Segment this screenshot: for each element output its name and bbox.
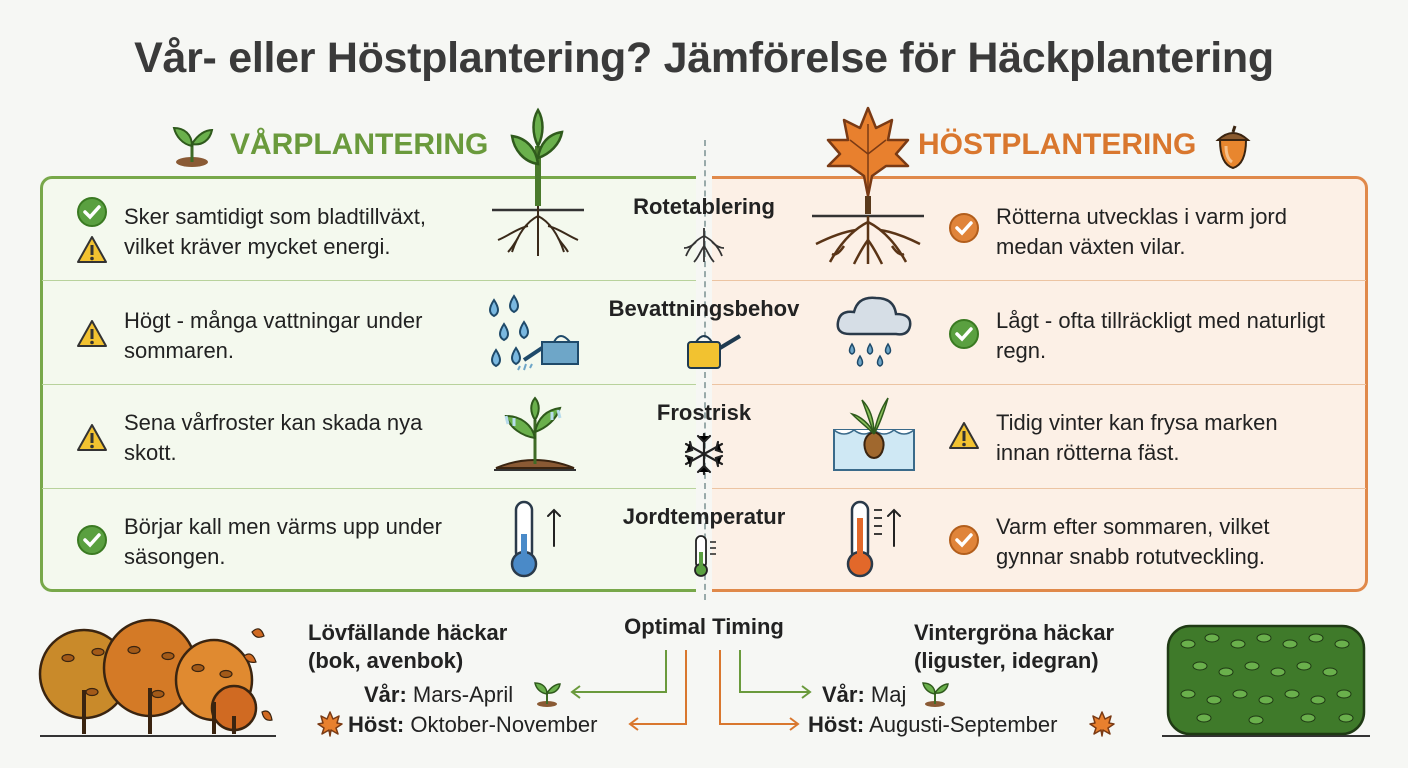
thermometer-warm-icon: [846, 498, 906, 585]
acorn-icon: [1212, 124, 1254, 175]
spring-row-2-text: Högt - många vattningar under sommaren.: [124, 308, 423, 363]
spring-row-4-text: Börjar kall men värms upp under säsongen…: [124, 514, 442, 569]
water-drops-icon: [482, 294, 594, 379]
seedling-roots-icon: [488, 106, 588, 269]
deciduous-spring-key: Vår:: [364, 682, 407, 707]
criterion-label: Rotetablering: [633, 194, 775, 219]
row-separator: [42, 488, 696, 489]
autumn-row-4-text: Varm efter sommaren, vilket gynnar snabb…: [996, 514, 1270, 569]
maple-leaf-icon: [316, 710, 344, 743]
evergreen-spring-line: Vår: Maj: [822, 682, 906, 708]
maple-roots-icon: [808, 104, 928, 275]
thermometer-cold-icon: [508, 498, 568, 585]
autumn-row-3-text: Tidig vinter kan frysa marken innan rött…: [996, 410, 1278, 465]
spring-row-1-text: Sker samtidigt som bladtillväxt, vilket …: [124, 204, 426, 259]
deciduous-spring-value: Mars-April: [412, 682, 514, 707]
deciduous-spring-line: Vår: Mars-April: [364, 682, 513, 708]
sprout-icon: [920, 680, 950, 713]
deciduous-hedge-icon: [38, 612, 278, 745]
maple-leaf-icon: [1088, 710, 1116, 743]
timing-arrows: [570, 650, 812, 731]
check-icon: [76, 524, 108, 556]
deciduous-sublabel: (bok, avenbok): [308, 648, 464, 673]
spring-row-3-text: Sena vårfroster kan skada nya skott.: [124, 410, 423, 465]
frozen-ground-icon: [830, 394, 918, 481]
frozen-seedling-icon: [490, 394, 580, 481]
evergreen-spring-value: Maj: [870, 682, 907, 707]
warning-icon: [76, 234, 108, 266]
snowflake-icon: [682, 432, 726, 481]
check-icon: [948, 318, 980, 350]
spring-heading: VÅRPLANTERING: [230, 128, 489, 161]
evergreen-label: Vintergröna häckar: [914, 620, 1115, 645]
evergreen-spring-key: Vår:: [822, 682, 865, 707]
evergreen-autumn-key: Höst:: [808, 712, 865, 737]
warning-icon: [948, 420, 980, 452]
evergreen-hedge-icon: [1160, 614, 1372, 745]
row-separator: [712, 384, 1366, 385]
autumn-row-2-text: Lågt - ofta tillräckligt med naturligt r…: [996, 308, 1325, 363]
autumn-heading: HÖSTPLANTERING: [918, 128, 1197, 161]
criterion-label: Frostrisk: [656, 400, 752, 425]
criterion-label: Jordtemperatur: [622, 504, 786, 529]
row-separator: [42, 384, 696, 385]
roots-icon: [682, 226, 726, 271]
deciduous-autumn-value: Oktober-November: [410, 712, 598, 737]
sprout-icon: [532, 680, 562, 713]
check-icon: [76, 196, 108, 228]
watering-can-icon: [682, 330, 744, 377]
row-separator: [712, 280, 1366, 281]
sprout-icon: [168, 122, 216, 173]
row-separator: [42, 280, 696, 281]
autumn-row-1-text: Rötterna utvecklas i varm jord medan väx…: [996, 204, 1287, 259]
check-icon: [948, 212, 980, 244]
row-separator: [712, 488, 1366, 489]
evergreen-autumn-value: Augusti-September: [869, 712, 1058, 737]
evergreen-sublabel: (liguster, idegran): [914, 648, 1099, 673]
warning-icon: [76, 318, 108, 350]
thermometer-small-icon: [692, 534, 720, 583]
evergreen-autumn-line: Höst: Augusti-September: [808, 712, 1057, 738]
page-title: Vår- eller Höstplantering? Jämförelse fö…: [134, 34, 1274, 82]
check-icon: [948, 524, 980, 556]
timing-title: Optimal Timing: [624, 614, 784, 639]
center-divider: [704, 140, 706, 600]
deciduous-autumn-key: Höst:: [348, 712, 405, 737]
warning-icon: [76, 422, 108, 454]
rain-cloud-icon: [832, 290, 916, 377]
deciduous-label: Lövfällande häckar: [308, 620, 508, 645]
criterion-label: Bevattningsbehov: [608, 296, 800, 321]
deciduous-autumn-line: Höst: Oktober-November: [348, 712, 597, 738]
